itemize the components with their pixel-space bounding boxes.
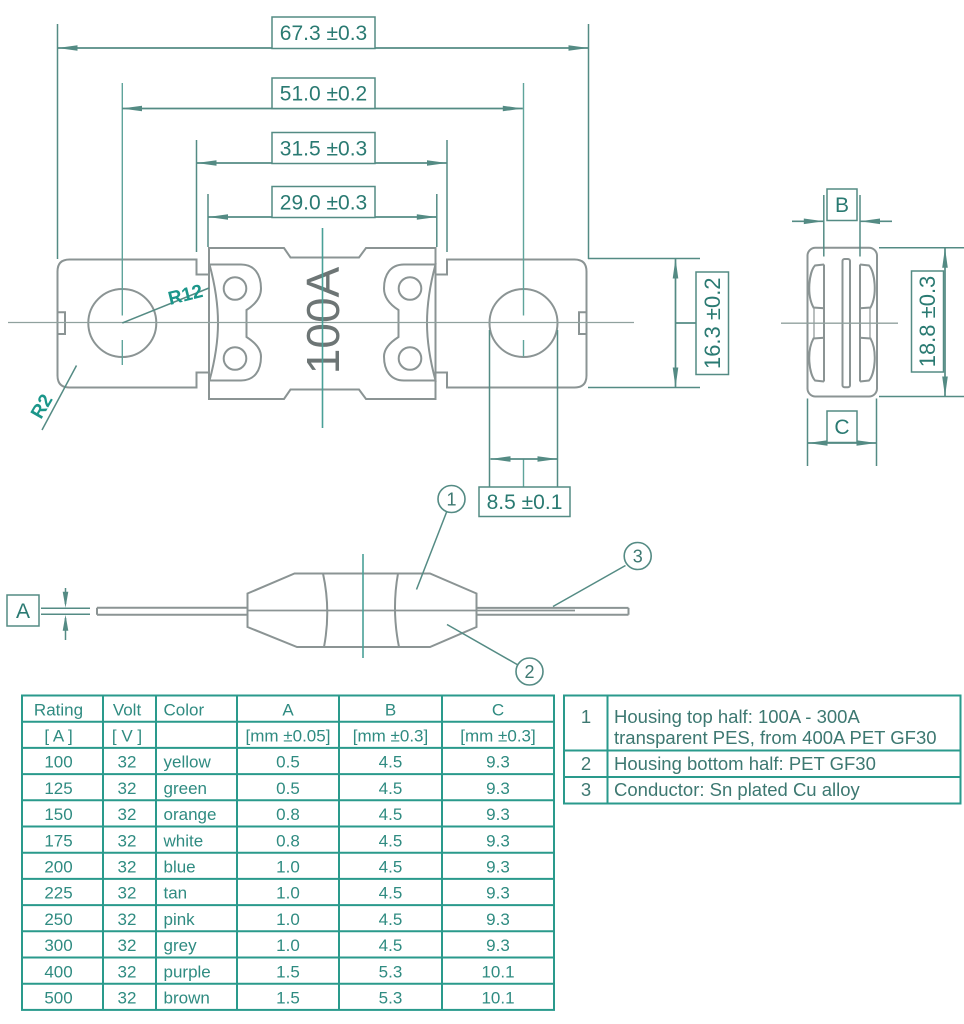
svg-text:B: B xyxy=(385,700,396,719)
svg-text:32: 32 xyxy=(118,779,137,798)
svg-text:2: 2 xyxy=(524,662,534,682)
svg-text:white: white xyxy=(163,831,204,850)
svg-text:4.5: 4.5 xyxy=(379,805,403,824)
svg-text:Volt: Volt xyxy=(113,700,142,719)
svg-text:transparent PES, from 400A PET: transparent PES, from 400A PET GF30 xyxy=(614,727,937,748)
svg-text:purple: purple xyxy=(164,962,211,981)
svg-text:pink: pink xyxy=(164,910,196,929)
svg-text:10.1: 10.1 xyxy=(481,989,514,1008)
svg-text:32: 32 xyxy=(118,936,137,955)
svg-text:5.3: 5.3 xyxy=(379,962,403,981)
svg-text:0.8: 0.8 xyxy=(276,831,300,850)
svg-text:32: 32 xyxy=(118,989,137,1008)
svg-text:brown: brown xyxy=(164,989,210,1008)
svg-text:29.0 ±0.3: 29.0 ±0.3 xyxy=(280,191,367,214)
svg-text:1.5: 1.5 xyxy=(276,989,300,1008)
svg-text:225: 225 xyxy=(44,884,72,903)
svg-text:175: 175 xyxy=(44,831,72,850)
svg-text:400: 400 xyxy=(44,962,72,981)
svg-text:A: A xyxy=(16,600,30,623)
svg-text:16.3 ±0.2: 16.3 ±0.2 xyxy=(700,277,725,369)
svg-text:8.5 ±0.1: 8.5 ±0.1 xyxy=(487,491,563,514)
svg-text:32: 32 xyxy=(118,962,137,981)
svg-text:green: green xyxy=(164,779,207,798)
svg-text:3: 3 xyxy=(633,546,643,566)
svg-text:51.0 ±0.2: 51.0 ±0.2 xyxy=(280,83,367,106)
svg-text:[mm ±0.3]: [mm ±0.3] xyxy=(353,727,428,746)
svg-text:4.5: 4.5 xyxy=(379,831,403,850)
svg-text:9.3: 9.3 xyxy=(486,779,510,798)
svg-text:Conductor: Sn plated Cu alloy: Conductor: Sn plated Cu alloy xyxy=(614,779,861,800)
svg-text:0.5: 0.5 xyxy=(276,753,300,772)
svg-text:32: 32 xyxy=(118,910,137,929)
svg-text:9.3: 9.3 xyxy=(486,753,510,772)
svg-text:[mm ±0.3]: [mm ±0.3] xyxy=(460,727,535,746)
svg-text:grey: grey xyxy=(164,936,198,955)
svg-text:200: 200 xyxy=(44,858,72,877)
svg-text:150: 150 xyxy=(44,805,72,824)
svg-text:9.3: 9.3 xyxy=(486,858,510,877)
svg-text:[mm ±0.05]: [mm ±0.05] xyxy=(246,727,331,746)
svg-text:3: 3 xyxy=(581,779,591,800)
svg-text:10.1: 10.1 xyxy=(481,962,514,981)
svg-text:31.5 ±0.3: 31.5 ±0.3 xyxy=(280,137,367,160)
svg-text:4.5: 4.5 xyxy=(379,858,403,877)
svg-text:9.3: 9.3 xyxy=(486,805,510,824)
svg-text:Color: Color xyxy=(164,700,205,719)
svg-text:67.3 ±0.3: 67.3 ±0.3 xyxy=(280,22,367,45)
svg-text:Housing bottom half: PET GF30: Housing bottom half: PET GF30 xyxy=(614,753,876,774)
svg-text:9.3: 9.3 xyxy=(486,936,510,955)
svg-text:1: 1 xyxy=(581,706,591,727)
svg-text:1: 1 xyxy=(446,489,456,509)
svg-text:32: 32 xyxy=(118,884,137,903)
svg-text:1.5: 1.5 xyxy=(276,962,300,981)
svg-text:250: 250 xyxy=(44,910,72,929)
svg-text:32: 32 xyxy=(118,858,137,877)
svg-text:Rating: Rating xyxy=(34,700,83,719)
svg-text:[ V ]: [ V ] xyxy=(112,727,142,746)
svg-text:9.3: 9.3 xyxy=(486,884,510,903)
svg-text:1.0: 1.0 xyxy=(276,910,300,929)
svg-text:9.3: 9.3 xyxy=(486,831,510,850)
svg-text:32: 32 xyxy=(118,831,137,850)
svg-text:5.3: 5.3 xyxy=(379,989,403,1008)
svg-text:[ A ]: [ A ] xyxy=(44,727,72,746)
svg-text:500: 500 xyxy=(44,989,72,1008)
svg-text:1.0: 1.0 xyxy=(276,936,300,955)
svg-text:1.0: 1.0 xyxy=(276,858,300,877)
svg-text:300: 300 xyxy=(44,936,72,955)
svg-text:0.8: 0.8 xyxy=(276,805,300,824)
svg-text:32: 32 xyxy=(118,805,137,824)
svg-text:0.5: 0.5 xyxy=(276,779,300,798)
svg-text:tan: tan xyxy=(164,884,188,903)
svg-text:4.5: 4.5 xyxy=(379,910,403,929)
svg-text:100: 100 xyxy=(44,753,72,772)
svg-text:4.5: 4.5 xyxy=(379,936,403,955)
svg-text:2: 2 xyxy=(581,753,591,774)
svg-text:4.5: 4.5 xyxy=(379,884,403,903)
svg-text:orange: orange xyxy=(164,805,217,824)
svg-text:C: C xyxy=(492,700,504,719)
svg-text:32: 32 xyxy=(118,753,137,772)
svg-text:Housing top half: 100A - 300A: Housing top half: 100A - 300A xyxy=(614,706,860,727)
svg-text:125: 125 xyxy=(44,779,72,798)
svg-text:4.5: 4.5 xyxy=(379,779,403,798)
svg-text:1.0: 1.0 xyxy=(276,884,300,903)
svg-text:B: B xyxy=(835,194,849,217)
svg-text:18.8 ±0.3: 18.8 ±0.3 xyxy=(915,276,940,368)
svg-text:C: C xyxy=(834,416,849,439)
svg-text:4.5: 4.5 xyxy=(379,753,403,772)
svg-text:yellow: yellow xyxy=(164,753,212,772)
svg-text:9.3: 9.3 xyxy=(486,910,510,929)
svg-text:blue: blue xyxy=(164,858,196,877)
svg-text:A: A xyxy=(282,700,294,719)
